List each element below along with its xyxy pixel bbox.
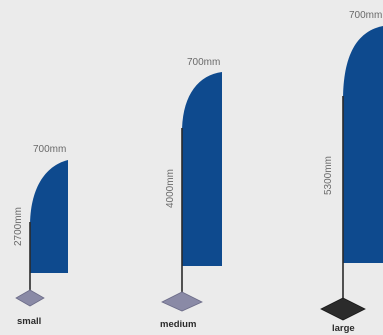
flag-medium-height-label: 4000mm (165, 169, 176, 208)
flag-medium-size-label: medium (160, 319, 196, 330)
flag-medium-group: 700mm 4000mm medium (160, 57, 222, 330)
flag-small-height-label: 2700mm (13, 207, 24, 246)
flag-large-size-label: large (332, 323, 355, 334)
flag-small-width-label: 700mm (33, 144, 66, 155)
flag-medium-base (161, 291, 203, 312)
flag-large-height-label: 5300mm (323, 156, 334, 195)
flag-large-width-label: 700mm (349, 10, 382, 21)
flag-large-group: 700mm 5300mm large (320, 10, 383, 334)
flag-large-base (320, 297, 366, 321)
flag-large-banner (343, 26, 383, 263)
flag-small-size-label: small (17, 316, 41, 327)
flag-small-group: 700mm 2700mm small (13, 144, 68, 327)
flag-small-base (15, 289, 45, 307)
flag-medium-width-label: 700mm (187, 57, 220, 68)
flag-small-banner (30, 160, 68, 273)
flag-medium-banner (182, 72, 222, 266)
